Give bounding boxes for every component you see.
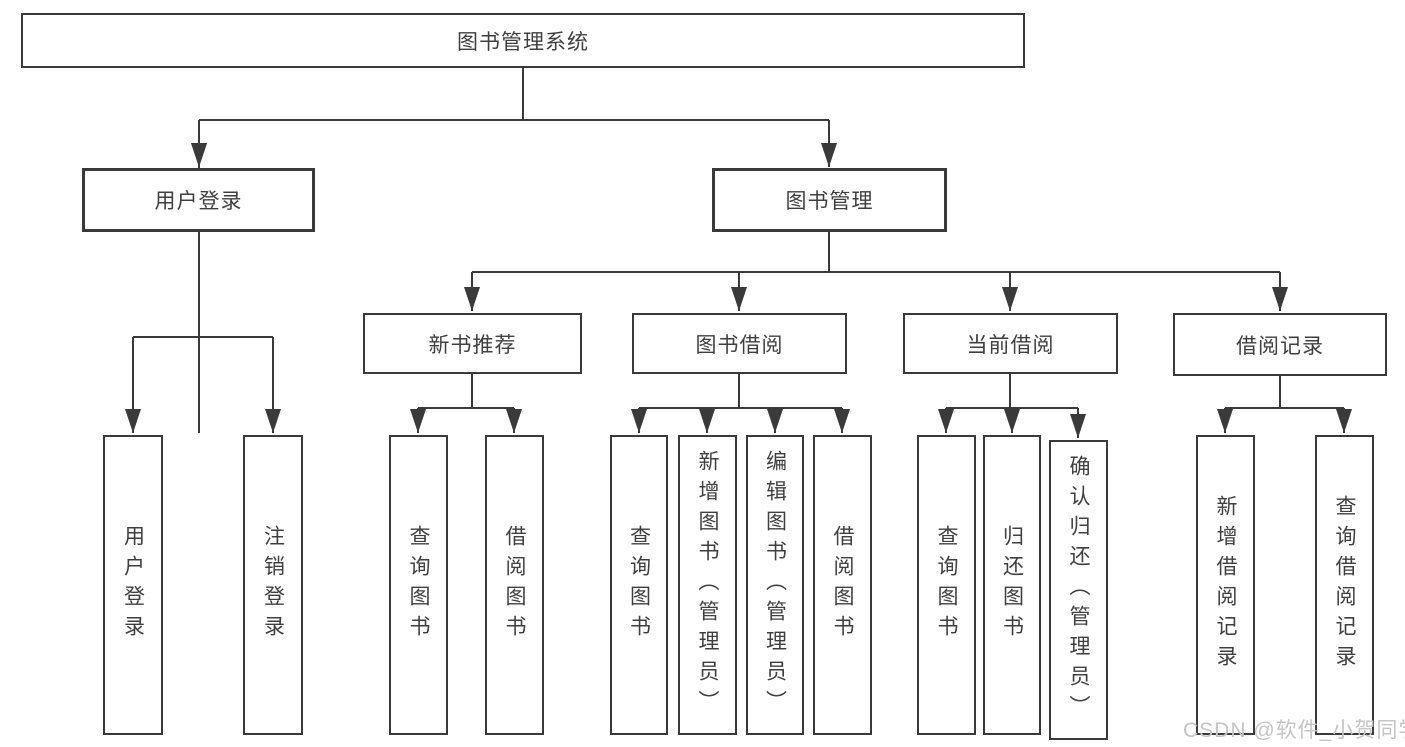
node-user-login-label: 用户登录 (154, 190, 243, 213)
node-root-label: 图书管理系统 (457, 30, 589, 54)
node-leaf-cb-confirm-return: 确认归还（管理员） (1049, 440, 1108, 740)
node-leaf-logout: 注销登录 (243, 435, 303, 735)
node-leaf-cb-confirm-return-label: 确认归还（管理员） (1067, 455, 1090, 725)
node-borrowing-records: 借阅记录 (1173, 313, 1387, 376)
node-leaf-cb-query-books-label: 查询图书 (935, 525, 958, 645)
node-leaf-br-add-record-label: 新增借阅记录 (1214, 495, 1237, 675)
node-current-borrowing-label: 当前借阅 (966, 333, 1055, 357)
node-new-book-recommend-label: 新书推荐 (428, 333, 517, 357)
node-leaf-bb-borrow-books: 借阅图书 (813, 435, 872, 735)
connector-user-login (125, 232, 281, 433)
node-leaf-login-label: 用户登录 (121, 525, 145, 645)
connector-book-borrowing (631, 374, 850, 433)
connector-root (199, 68, 837, 433)
node-leaf-login: 用户登录 (103, 435, 163, 735)
node-leaf-logout-label: 注销登录 (261, 525, 285, 645)
node-leaf-br-query-record-label: 查询借阅记录 (1333, 495, 1356, 675)
node-borrowing-records-label: 借阅记录 (1236, 334, 1324, 358)
node-leaf-nbr-query-books-label: 查询图书 (407, 525, 430, 645)
node-leaf-bb-edit-books: 编辑图书（管理员） (746, 435, 804, 735)
node-root: 图书管理系统 (21, 13, 1025, 68)
connector-book-management (464, 232, 1288, 311)
node-leaf-cb-return-books-label: 归还图书 (1000, 525, 1024, 645)
node-leaf-bb-add-books-label: 新增图书（管理员） (696, 450, 719, 720)
node-leaf-bb-edit-books-label: 编辑图书（管理员） (763, 450, 787, 720)
node-book-borrowing: 图书借阅 (632, 313, 847, 374)
watermark: CSDN @软件_小贺同学 (1183, 719, 1405, 742)
node-leaf-br-query-record: 查询借阅记录 (1315, 435, 1374, 735)
node-user-login: 用户登录 (82, 168, 315, 232)
node-leaf-cb-return-books: 归还图书 (983, 435, 1041, 735)
node-leaf-nbr-query-books: 查询图书 (389, 435, 448, 735)
node-new-book-recommend: 新书推荐 (363, 313, 582, 374)
connector-current-borrowing (938, 374, 1086, 438)
connector-borrowing-records (1217, 376, 1352, 433)
node-leaf-nbr-borrow-books-label: 借阅图书 (503, 525, 526, 645)
node-leaf-br-add-record: 新增借阅记录 (1196, 435, 1255, 735)
node-current-borrowing: 当前借阅 (903, 313, 1118, 374)
node-book-borrowing-label: 图书借阅 (695, 333, 784, 357)
connector-new-book-recommend (410, 374, 522, 433)
node-book-management: 图书管理 (712, 168, 947, 232)
node-leaf-bb-add-books: 新增图书（管理员） (678, 435, 737, 735)
node-leaf-nbr-borrow-books: 借阅图书 (485, 435, 544, 735)
node-leaf-bb-query-books-label: 查询图书 (627, 525, 651, 645)
node-book-management-label: 图书管理 (785, 190, 874, 213)
node-leaf-cb-query-books: 查询图书 (917, 435, 976, 735)
node-leaf-bb-borrow-books-label: 借阅图书 (831, 525, 854, 645)
node-leaf-bb-query-books: 查询图书 (610, 435, 668, 735)
